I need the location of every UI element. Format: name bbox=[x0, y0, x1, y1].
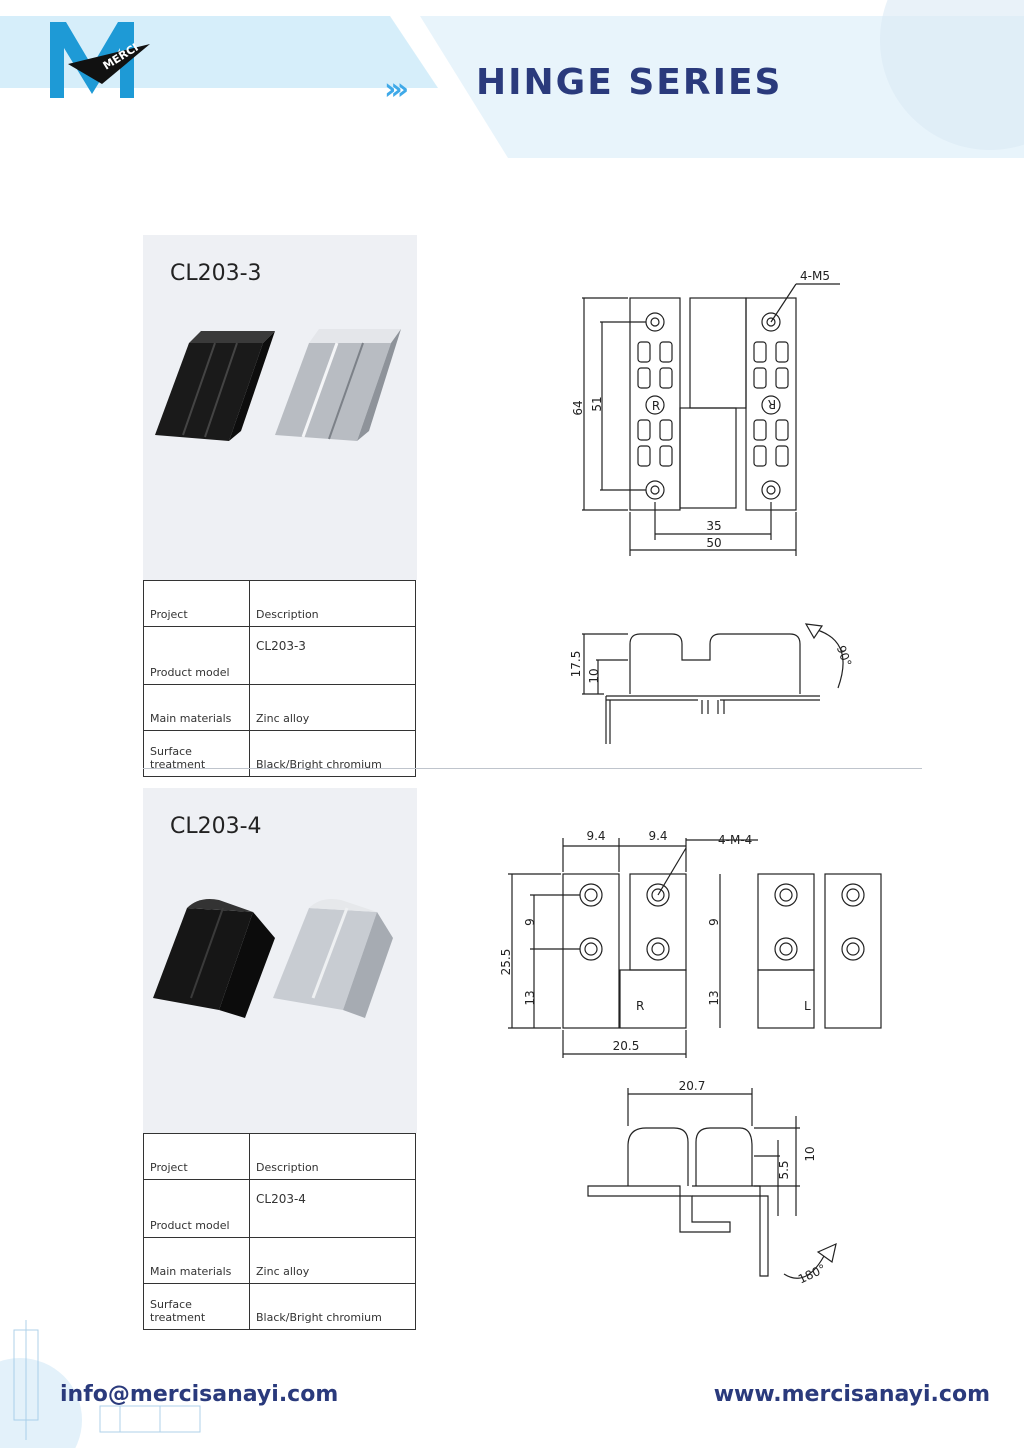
section-divider bbox=[143, 768, 922, 769]
dim-height-total: 64 bbox=[571, 400, 585, 415]
row-value: CL203-4 bbox=[249, 1179, 416, 1238]
row-value: CL203-3 bbox=[249, 626, 416, 685]
row-value: Black/Bright chromium bbox=[249, 1283, 416, 1330]
drawing-mark: R bbox=[652, 399, 660, 413]
model-title: CL203-3 bbox=[170, 261, 262, 286]
page-title: HINGE SERIES bbox=[476, 62, 783, 103]
drawing-mark-left: L bbox=[804, 999, 811, 1013]
dim-lower: 13 bbox=[523, 990, 537, 1005]
product-panel-cl203-4: CL203-4 bbox=[143, 788, 417, 1133]
dim-width: 20.5 bbox=[613, 1039, 640, 1053]
table-row: Surface treatment Black/Bright chromium bbox=[143, 730, 416, 777]
row-label: Main materials bbox=[143, 684, 250, 731]
row-label: Surface treatment bbox=[143, 1283, 250, 1330]
corner-blueprint-decoration bbox=[0, 1320, 201, 1448]
table-header-project: Project bbox=[143, 580, 250, 627]
row-label: Main materials bbox=[143, 1237, 250, 1284]
table-row: Main materials Zinc alloy bbox=[143, 1237, 416, 1284]
contact-email: info@mercisanayi.com bbox=[60, 1382, 339, 1407]
hinge-photo bbox=[153, 899, 393, 1018]
row-value: Black/Bright chromium bbox=[249, 730, 416, 777]
row-label: Product model bbox=[143, 1179, 250, 1238]
table-header-description: Description bbox=[249, 580, 416, 627]
dim-side-height: 10 bbox=[803, 1146, 817, 1161]
dim-side-small: 5.5 bbox=[777, 1160, 791, 1179]
dim-width-total: 50 bbox=[706, 536, 721, 550]
technical-drawing-side-cl203-3: 17.5 10 90° bbox=[569, 623, 854, 744]
hinge-photo bbox=[155, 329, 401, 441]
dim-hole-pitch: 9 bbox=[523, 918, 537, 926]
dim-height-holes: 51 bbox=[590, 396, 604, 411]
technical-drawing-front-cl203-4: 9.4 9.4 4-M-4 25.5 9 13 9 13 20.5 R L bbox=[499, 829, 882, 1058]
dim-hole-label: 4-M5 bbox=[800, 269, 830, 283]
row-value: Zinc alloy bbox=[249, 684, 416, 731]
merci-logo: MERCI bbox=[50, 22, 150, 98]
spec-table-cl203-4: Project Description Product model CL203-… bbox=[143, 1133, 416, 1330]
row-value: Zinc alloy bbox=[249, 1237, 416, 1284]
dim-hole-spacing-1: 9.4 bbox=[586, 829, 605, 843]
drawing-mark-mirrored: R bbox=[768, 397, 776, 411]
drawing-mark-right: R bbox=[636, 999, 644, 1013]
dim-lower-right: 13 bbox=[707, 990, 721, 1005]
table-row: Project Description bbox=[143, 1133, 416, 1180]
dim-width-holes: 35 bbox=[706, 519, 721, 533]
dim-hole-spacing-2: 9.4 bbox=[648, 829, 667, 843]
table-row: Product model CL203-4 bbox=[143, 1179, 416, 1238]
dim-side-width: 20.7 bbox=[679, 1079, 706, 1093]
dim-side-total: 17.5 bbox=[569, 651, 583, 678]
product-panel-cl203-3: CL203-3 bbox=[143, 235, 417, 580]
row-label: Product model bbox=[143, 626, 250, 685]
table-row: Main materials Zinc alloy bbox=[143, 684, 416, 731]
dim-side-plate: 10 bbox=[587, 668, 601, 683]
table-row: Product model CL203-3 bbox=[143, 626, 416, 685]
technical-drawing-side-cl203-4: 20.7 5.5 10 180° bbox=[587, 1079, 837, 1287]
table-header-description: Description bbox=[249, 1133, 416, 1180]
table-row: Surface treatment Black/Bright chromium bbox=[143, 1283, 416, 1330]
rotation-label: 90° bbox=[834, 644, 854, 669]
row-label: Surface treatment bbox=[143, 730, 250, 777]
table-header-project: Project bbox=[143, 1133, 250, 1180]
technical-drawing-front-cl203-3: R R 4-M5 64 51 35 50 bbox=[571, 269, 840, 556]
dim-hole-label: 4-M-4 bbox=[718, 833, 752, 847]
website-url: www.mercisanayi.com bbox=[713, 1382, 990, 1407]
model-title: CL203-4 bbox=[170, 814, 262, 839]
spec-table-cl203-3: Project Description Product model CL203-… bbox=[143, 580, 416, 777]
rotation-label: 180° bbox=[796, 1262, 828, 1287]
dim-height-total: 25.5 bbox=[499, 949, 513, 976]
table-row: Project Description bbox=[143, 580, 416, 627]
dim-hole-pitch-right: 9 bbox=[707, 918, 721, 926]
chevron-arrows-icon: ››› bbox=[384, 72, 409, 107]
